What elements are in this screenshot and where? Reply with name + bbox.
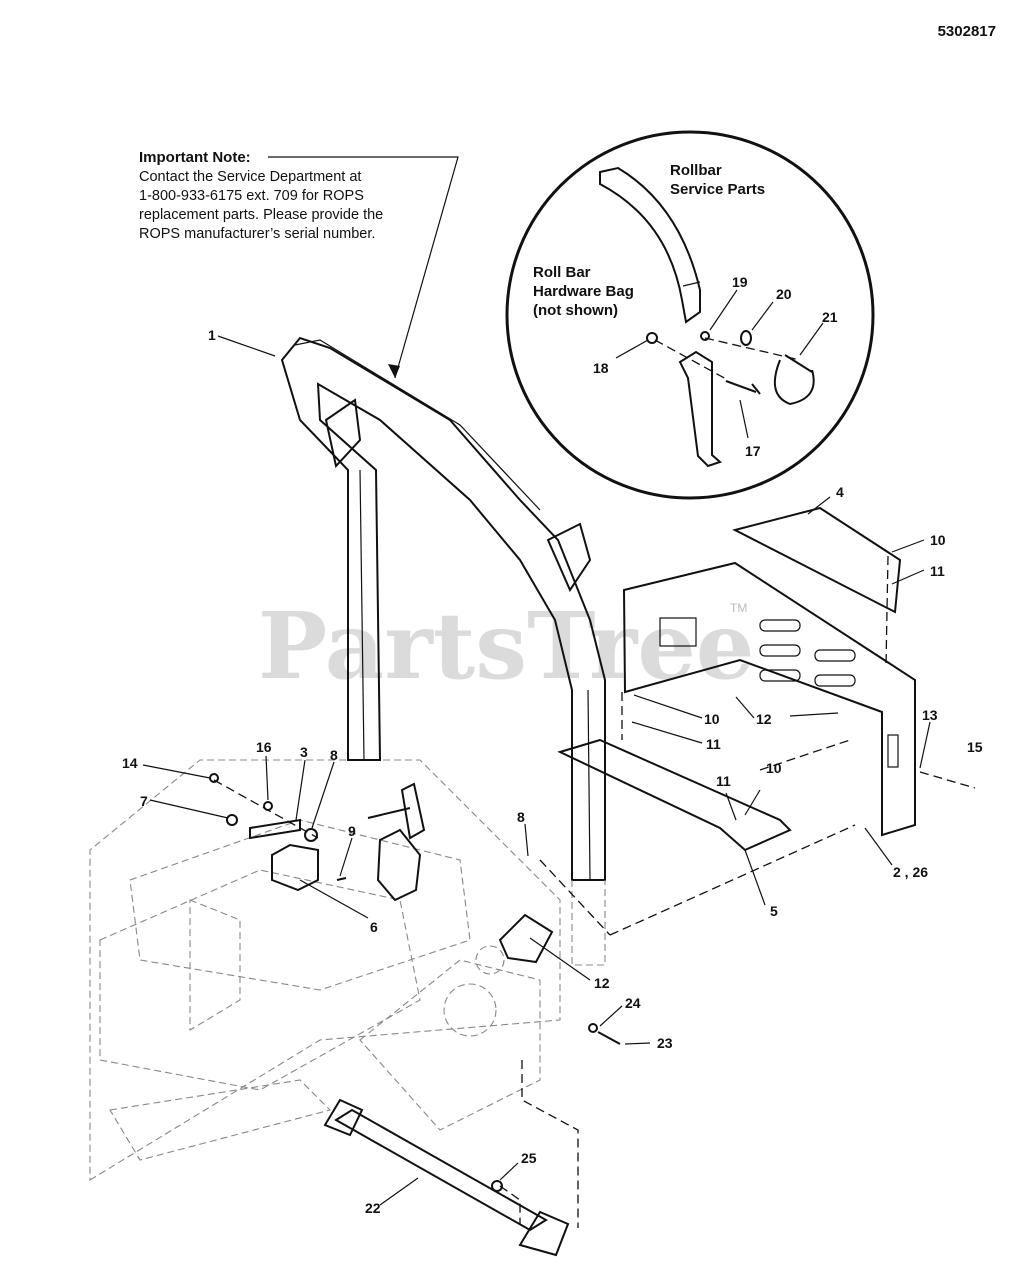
callout-5: 5 (770, 903, 778, 919)
callout-4: 4 (836, 484, 844, 500)
cross-tube-assembly (323, 1023, 621, 1257)
callout-19: 19 (732, 274, 748, 290)
callout-6: 6 (370, 919, 378, 935)
bracket-2-26 (622, 561, 916, 837)
inset-circle (505, 130, 875, 500)
inset-title-line-1: Rollbar (670, 162, 722, 179)
washer-20 (740, 330, 752, 346)
hardware-bag-line-3: (not shown) (533, 302, 618, 319)
important-note-line-3: replacement parts. Please provide the (139, 207, 383, 223)
important-note-line-1: Contact the Service Department at (139, 169, 361, 185)
hardware-bag-line-1: Roll Bar (533, 264, 591, 281)
callout-14: 14 (122, 755, 138, 771)
callout-18: 18 (593, 360, 609, 376)
bolt-17 (725, 380, 761, 395)
callout-11-bracket: 11 (706, 736, 721, 752)
important-note: Important Note: Contact the Service Depa… (139, 149, 459, 379)
washer-19 (700, 331, 710, 341)
document-number: 5302817 (938, 23, 996, 40)
callout-25: 25 (521, 1150, 537, 1166)
note-leader-arrow (388, 364, 400, 378)
rollbar-lower-section (678, 350, 722, 468)
callout-11-angle: 11 (716, 773, 731, 789)
belt-retractor (376, 828, 422, 902)
callout-15: 15 (967, 739, 983, 755)
hardware-bag-line-2: Hardware Bag (533, 283, 634, 300)
important-note-line-4: ROPS manufacturer’s serial number. (139, 226, 375, 242)
callout-1: 1 (208, 327, 216, 343)
cross-tube-22 (334, 1108, 548, 1232)
bolt-23 (597, 1031, 621, 1045)
watermark-tm: TM (730, 601, 747, 615)
tube-end-plate-left (323, 1098, 364, 1137)
rollbar-upper-section (599, 166, 701, 324)
note-leader-line (268, 156, 459, 379)
callout-10-cover: 10 (930, 532, 946, 548)
callout-3: 3 (300, 744, 308, 760)
mower-frame-phantom (89, 759, 561, 1181)
rollbar-service-inset: Rollbar Service Parts Roll Bar Hardware … (505, 130, 875, 500)
callout-17: 17 (745, 443, 761, 459)
washer-24 (588, 1023, 598, 1033)
plate-3 (249, 818, 301, 840)
callout-21: 21 (822, 309, 838, 325)
important-note-line-2: 1-800-933-6175 ext. 709 for ROPS (139, 188, 364, 204)
callout-12-shield: 12 (594, 975, 610, 991)
seat-belt-assembly (209, 773, 426, 902)
callout-9: 9 (348, 823, 356, 839)
rollbar-right-bracket (546, 522, 592, 593)
callout-8-rollbar: 8 (517, 809, 525, 825)
callout-leaders (142, 335, 931, 1206)
callout-24: 24 (625, 995, 641, 1011)
rollbar-assembly (280, 336, 606, 966)
nut-7 (226, 814, 238, 826)
nut-18 (646, 332, 658, 344)
nut-8 (304, 828, 318, 842)
callout-13: 13 (922, 707, 938, 723)
nut-25 (491, 1180, 503, 1192)
angle-5 (557, 738, 792, 852)
callout-10-bracket: 10 (704, 711, 720, 727)
belt-buckle (271, 843, 319, 892)
callout-2-26: 2 , 26 (893, 864, 928, 880)
pin-21 (773, 354, 815, 406)
rollbar-left-bracket (324, 398, 362, 469)
callout-7: 7 (140, 793, 148, 809)
important-note-heading: Important Note: (139, 149, 251, 166)
callout-20: 20 (776, 286, 792, 302)
callout-23: 23 (657, 1035, 673, 1051)
belt-strap (367, 782, 426, 840)
callout-12-bracket: 12 (756, 711, 772, 727)
cover-4 (732, 506, 902, 614)
inset-title-line-2: Service Parts (670, 181, 765, 198)
shield-12 (498, 913, 554, 964)
callout-8-seatbelt: 8 (330, 747, 338, 763)
callout-22: 22 (365, 1200, 381, 1216)
callout-11-cover: 11 (930, 563, 945, 579)
callout-labels: 1 2 , 26 3 4 5 6 7 8 8 9 10 10 10 11 11 … (122, 274, 983, 1216)
callout-10-angle: 10 (766, 760, 782, 776)
bracket-slots (759, 619, 856, 687)
callout-16: 16 (256, 739, 272, 755)
bolt-9 (336, 877, 347, 881)
bolt-14 (209, 773, 219, 783)
tube-end-plate-right (518, 1210, 570, 1257)
